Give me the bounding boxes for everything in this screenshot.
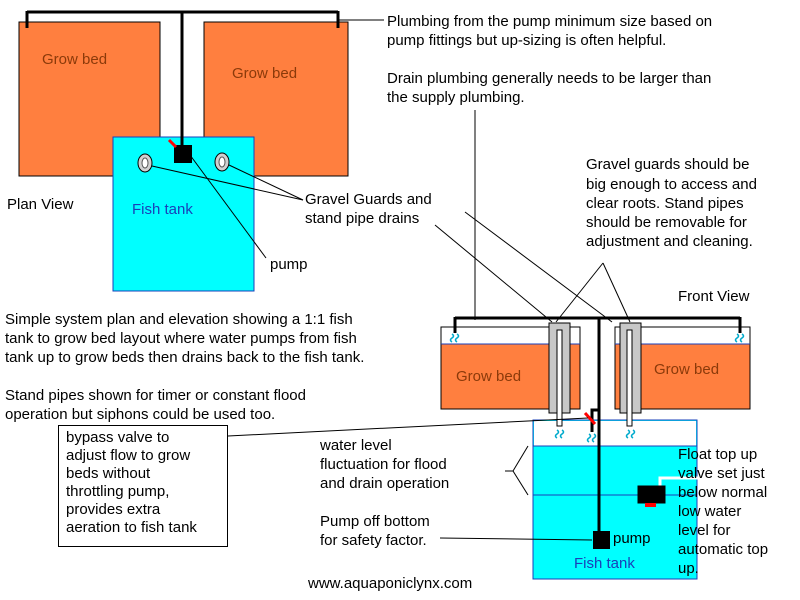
plan-gravel-guard-right-inner [218,156,226,168]
supply-note-line2: pump fittings but up-sizing is often hel… [387,32,666,49]
float-note-line3: below normal [678,484,767,501]
plan-grow-bed-left-label: Grow bed [42,51,107,68]
gravel-guards-label-line2: stand pipe drains [305,210,419,227]
bed-inlet-drops-icon [449,333,745,443]
plan-fish-tank-label: Fish tank [132,201,193,218]
float-note-line1: Float top up [678,446,757,463]
front-bypass-valve-icon [583,411,597,426]
front-grow-bed-left-label: Grow bed [456,368,521,385]
drain-note-line1: Drain plumbing generally needs to be lar… [387,70,711,87]
float-note-line4: low water [678,503,741,520]
plan-bypass-valve-icon [167,138,178,149]
footer-url: www.aquaponiclynx.com [307,575,472,592]
float-note-line5: level for [678,522,731,539]
gravel-note-line4: should be removable for [586,214,747,231]
gravel-guards-label-line1: Gravel Guards and [305,191,432,208]
plan-pump-label: pump [270,256,308,273]
front-pump-label: pump [613,530,651,547]
gravel-note-line1: Gravel guards should be [586,156,749,173]
float-valve-icon [637,485,666,504]
gravel-note-line5: adjustment and cleaning. [586,233,753,250]
drain-water-drops-icon [554,429,636,439]
front-standpipe-left [556,329,563,427]
plan-gravel-guard-left-inner [141,157,149,169]
plan-view-title: Plan View [7,196,74,213]
front-fish-tank-label: Fish tank [574,555,635,572]
pump-note-line2: for safety factor. [320,532,427,549]
float-note-line6: automatic top [678,541,768,558]
system-note-line3: tank up to grow beds then drains back to… [5,349,364,366]
plan-leader-lines [151,19,384,259]
front-view-title: Front View [678,288,750,305]
plan-supply-pipe [25,10,340,146]
drain-note-line2: the supply plumbing. [387,89,525,106]
standpipe-note-line2: operation but siphons could be used too. [5,406,275,423]
supply-note-line1: Plumbing from the pump minimum size base… [387,13,712,30]
gravel-note-line2: big enough to access and [586,176,757,193]
front-pump-icon [593,531,610,549]
front-grow-bed-right-label: Grow bed [654,361,719,378]
plan-pump-icon [174,145,192,163]
bypass-valve-note: bypass valve to adjust flow to grow beds… [58,425,228,547]
water-level-note-line2: fluctuation for flood [320,456,447,473]
water-level-note-line1: water level [319,437,392,454]
system-note-line1: Simple system plan and elevation showing… [5,311,353,328]
float-valve-indicator [645,503,656,507]
standpipe-note-line1: Stand pipes shown for timer or constant … [5,387,306,404]
pump-note-line1: Pump off bottom [320,513,430,530]
float-note-line7: up. [678,560,699,577]
plan-grow-bed-right-label: Grow bed [232,65,297,82]
front-leader-lines [227,110,631,541]
water-level-note-line3: and drain operation [320,475,449,492]
system-note-line2: tank to grow bed layout where water pump… [5,330,357,347]
gravel-note-line3: clear roots. Stand pipes [586,195,744,212]
float-note-line2: valve set just [678,465,766,482]
front-standpipe-right [626,329,633,427]
